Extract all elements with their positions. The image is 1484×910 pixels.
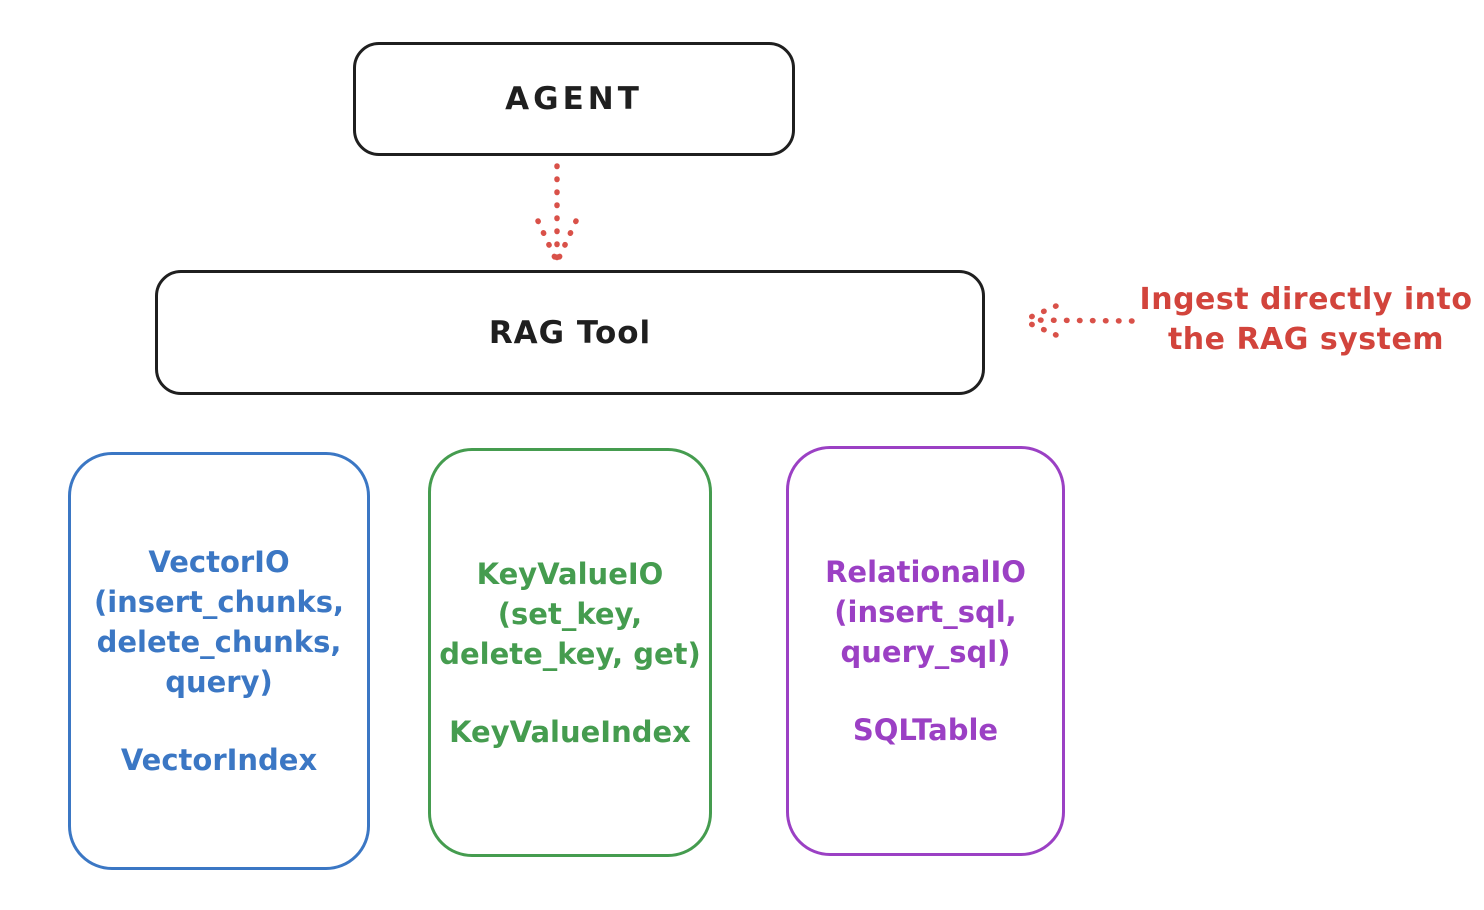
dotted-arrow-left-icon <box>1021 303 1135 338</box>
vector-io-line-4: query) <box>165 665 273 699</box>
key-value-io-line-2: (set_key, <box>497 596 643 631</box>
relational-io-line-1: RelationalIO <box>825 555 1026 589</box>
key-value-io-label: KeyValueIO (set_key, delete_key, get) <box>439 554 701 674</box>
ingest-annotation: Ingest directly into the RAG system <box>1130 280 1482 360</box>
vector-io-label: VectorIO (insert_chunks, delete_chunks, … <box>94 542 344 702</box>
relational-io-line-2: (insert_sql, <box>834 595 1017 629</box>
key-value-index-label: KeyValueIndex <box>449 714 691 749</box>
vector-io-line-1: VectorIO <box>148 545 290 579</box>
relational-io-label: RelationalIO (insert_sql, query_sql) <box>825 552 1026 672</box>
relational-io-line-3: query_sql) <box>840 635 1011 669</box>
dotted-arrow-down-icon <box>535 163 579 263</box>
agent-label: AGENT <box>505 81 643 117</box>
rag-tool-label: RAG Tool <box>488 314 652 351</box>
ingest-annotation-line-1: Ingest directly into <box>1139 282 1473 317</box>
relational-io-node: RelationalIO (insert_sql, query_sql) SQL… <box>786 446 1065 856</box>
key-value-io-node: KeyValueIO (set_key, delete_key, get) Ke… <box>428 448 712 857</box>
ingest-annotation-line-2: the RAG system <box>1167 322 1445 357</box>
key-value-io-line-1: KeyValueIO <box>476 556 664 591</box>
sql-table-label: SQLTable <box>852 713 999 747</box>
vector-index-label: VectorIndex <box>120 743 318 777</box>
vector-io-node: VectorIO (insert_chunks, delete_chunks, … <box>68 452 370 870</box>
vector-io-line-3: delete_chunks, <box>96 625 342 659</box>
rag-tool-node: RAG Tool <box>155 270 985 395</box>
vector-io-line-2: (insert_chunks, <box>93 585 345 619</box>
key-value-io-line-3: delete_key, get) <box>439 636 701 671</box>
agent-node: AGENT <box>353 42 795 156</box>
